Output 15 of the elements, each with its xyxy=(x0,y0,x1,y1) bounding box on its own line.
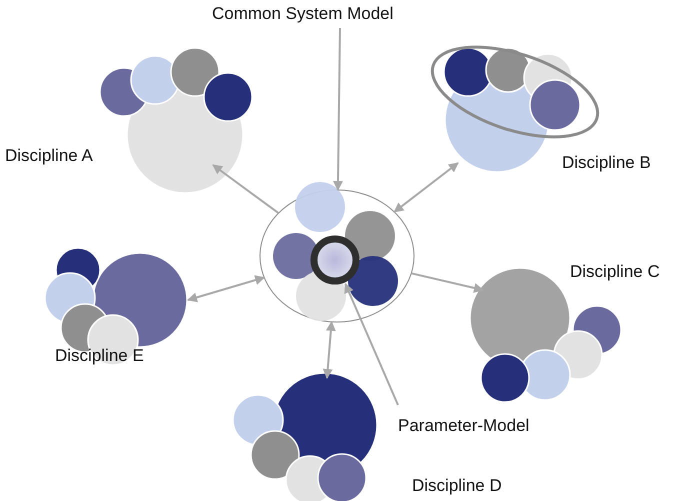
arrow xyxy=(322,320,336,379)
arrow xyxy=(212,164,280,214)
arrow xyxy=(394,162,459,213)
discipline-label: Discipline B xyxy=(562,153,651,173)
model-label: Common System Model xyxy=(212,4,394,24)
arrow xyxy=(332,28,343,191)
discipline-label: Discipline C xyxy=(570,262,660,282)
discipline-label: Discipline E xyxy=(55,346,144,366)
discipline-label: Discipline A xyxy=(5,146,93,166)
model-label: Parameter-Model xyxy=(398,416,530,436)
arrow xyxy=(187,275,266,302)
arrow xyxy=(411,272,484,293)
discipline-label: Discipline D xyxy=(412,476,502,496)
arrow xyxy=(344,282,399,406)
parameter-circle xyxy=(310,235,360,285)
